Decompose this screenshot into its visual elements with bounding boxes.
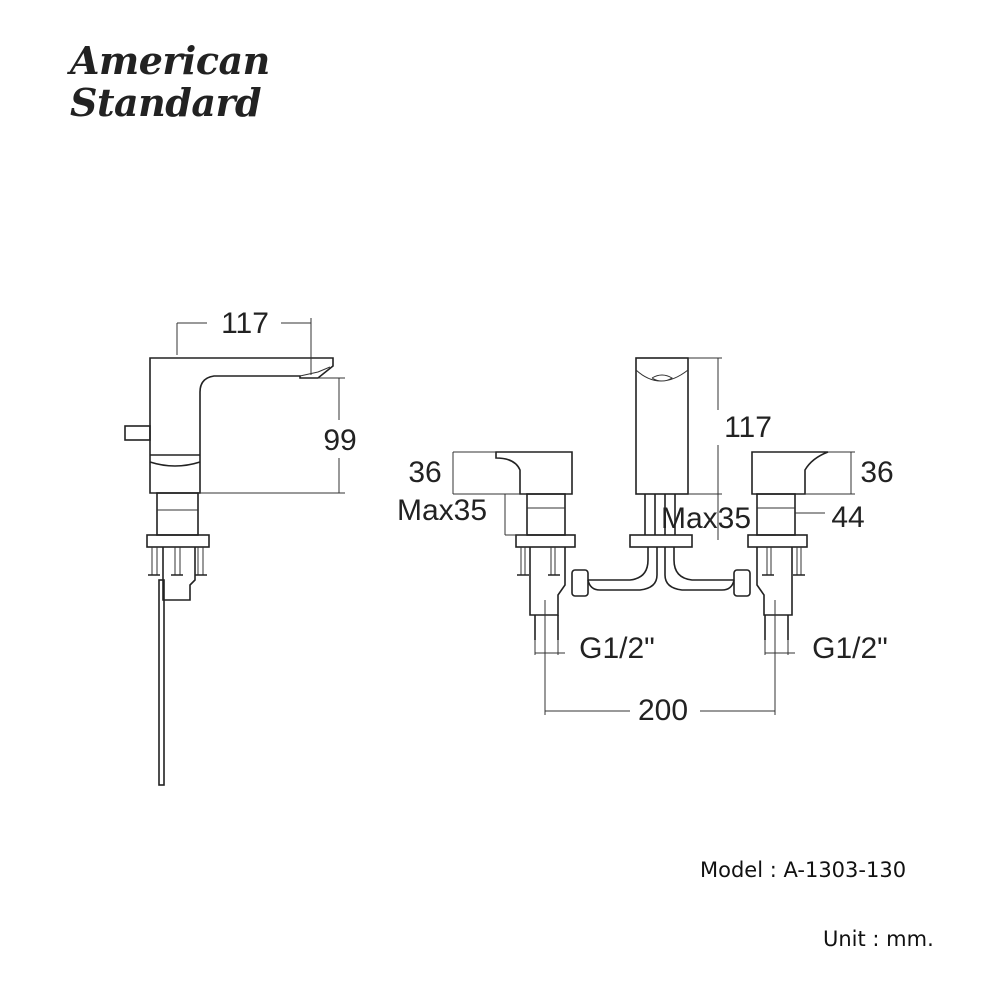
dim-spout-reach: 117 (221, 307, 269, 340)
front-view-right-handle (733, 451, 829, 640)
dim-center-max-deck: Max35 (661, 502, 751, 535)
dim-right-handle-height: 36 (860, 456, 893, 489)
front-view-spout (587, 357, 735, 591)
brand-line-2: Standard (70, 80, 262, 125)
front-view-left-handle (495, 451, 589, 640)
dim-left-max-deck: Max35 (397, 494, 487, 527)
dim-front-spout-height: 117 (724, 411, 772, 444)
side-view-dimensions: 117 99 (176, 307, 357, 494)
brand-logo: American Standard (70, 40, 270, 124)
dim-right-inlet: G1/2" (812, 632, 888, 665)
dim-handle-to-deck: 44 (831, 501, 864, 534)
dim-spout-height: 99 (323, 424, 356, 457)
dim-center-spacing: 200 (638, 694, 688, 727)
side-view-faucet (124, 357, 334, 786)
front-view-dimensions: 117 36 Max35 Max35 36 44 G1/2" G1/2" 200 (397, 357, 894, 727)
dim-left-inlet: G1/2" (579, 632, 655, 665)
brand-line-1: American (70, 38, 270, 83)
dim-left-handle-height: 36 (408, 456, 441, 489)
model-label: Model : A-1303-130 (700, 858, 907, 882)
unit-label: Unit : mm. (823, 927, 934, 951)
